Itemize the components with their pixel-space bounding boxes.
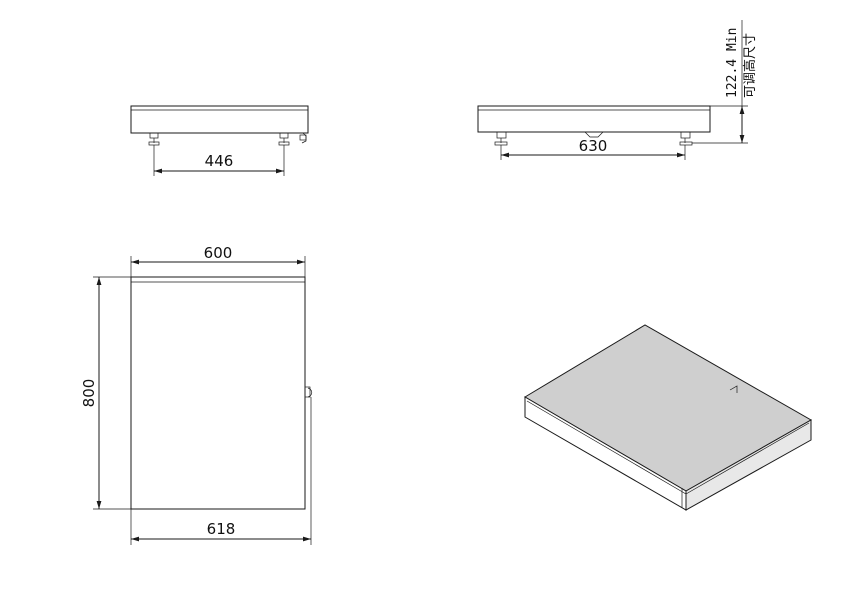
iso-top-face	[524, 324, 813, 492]
top-width-dim-label: 600	[204, 244, 233, 262]
height-dim-label: 122.4 Min	[725, 28, 740, 98]
front-view-right-foot	[679, 131, 693, 146]
top-depth-dim-label: 800	[80, 379, 98, 408]
overall-width-dim-label: 618	[207, 520, 236, 538]
top-view-plate	[130, 276, 306, 510]
top-view-connector	[304, 386, 313, 398]
iso-top-chamfer-right	[685, 422, 810, 495]
height-dim-note: 可调高尺寸	[742, 33, 758, 98]
top-view: 600 800 618	[80, 244, 313, 545]
side-view-right-foot	[278, 132, 290, 146]
iso-surface-mark	[729, 385, 738, 393]
side-view-connector	[295, 132, 307, 144]
iso-right-face	[685, 419, 812, 511]
side-view-left-foot	[148, 132, 160, 146]
front-view-center-bracket	[584, 131, 604, 138]
iso-top-chamfer-left	[526, 400, 687, 495]
side-view-body	[130, 105, 309, 134]
side-view-dim-label: 446	[205, 152, 234, 170]
side-view: 446	[130, 105, 309, 176]
front-view: 630 122.4 Min 可调高尺寸	[477, 20, 758, 160]
front-view-dim-label: 630	[579, 137, 608, 155]
front-view-left-foot	[494, 131, 508, 146]
isometric-view	[524, 324, 813, 511]
